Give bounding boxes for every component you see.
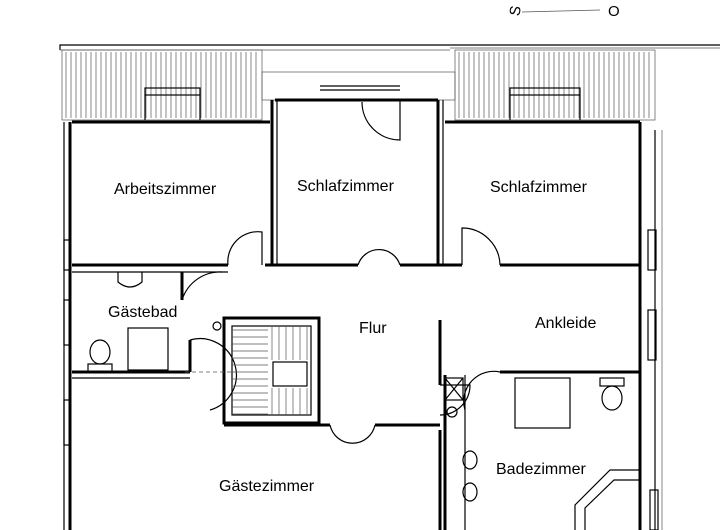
compass-south: S [506,5,524,18]
toilet-icon [601,385,623,411]
shower-icon [514,377,571,429]
dormer-left [61,49,263,121]
room-label-badezimmer: Badezimmer [496,461,586,478]
compass: S O [506,3,619,20]
dormer-right [454,49,656,121]
room-labels: Arbeitszimmer Schlafzimmer Schlafzimmer … [108,178,596,495]
room-label-schlafzimmer-1: Schlafzimmer [297,178,395,195]
windows [63,229,659,530]
door-schlafzimmer-2 [461,227,501,266]
door-badezimmer [463,370,501,411]
room-label-gaestezimmer: Gästezimmer [219,478,315,495]
door-schlafzimmer-1 [357,249,401,266]
shaft-icon [444,377,464,401]
sink-icon [462,482,478,502]
sink-icon [462,450,478,470]
toilet-icon [89,339,111,365]
fixtures [87,272,640,530]
room-label-schlafzimmer-2: Schlafzimmer [490,179,588,196]
door-ankleide [439,384,471,416]
door-arbeitszimmer [227,231,263,266]
room-label-gaestebad: Gästebad [108,304,177,321]
bathtub-icon [574,469,640,530]
door-schlafzimmer-top [361,100,401,141]
compass-line [521,9,601,13]
top-center-block [261,71,456,101]
room-label-ankleide: Ankleide [535,315,596,332]
shower-icon [127,327,169,371]
sink-icon [117,272,143,288]
room-label-flur: Flur [359,320,387,337]
room-label-arbeitszimmer: Arbeitszimmer [114,181,217,198]
staircase [231,325,312,416]
compass-north: O [608,3,620,20]
drain-icon [446,406,458,418]
door-gaestezimmer [329,424,376,444]
door-gaestezimmer-side [189,338,237,411]
door-gaestebad [181,271,223,301]
roof-outline [59,44,720,51]
